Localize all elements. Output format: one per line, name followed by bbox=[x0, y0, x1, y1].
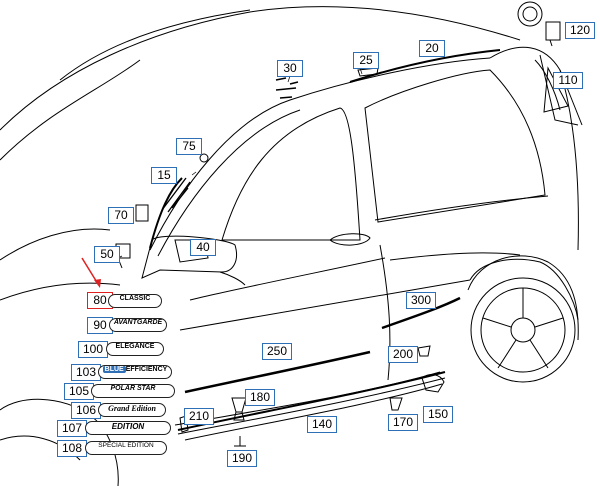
badge-classic: CLASSIC bbox=[108, 294, 162, 308]
callout-190[interactable]: 190 bbox=[227, 450, 257, 467]
badge-edition: EDITION bbox=[85, 421, 171, 435]
badge-grand-edition: Grand Edition bbox=[98, 403, 166, 417]
callout-105[interactable]: 105 bbox=[64, 383, 94, 400]
badge-special-edition: SPECIAL EDITION bbox=[85, 441, 167, 455]
callout-120[interactable]: 120 bbox=[565, 22, 595, 39]
badge-elegance: ELEGANCE bbox=[106, 342, 164, 356]
roof-outline bbox=[0, 6, 521, 131]
callout-106[interactable]: 106 bbox=[71, 402, 101, 419]
callout-300[interactable]: 300 bbox=[406, 292, 436, 309]
wheel-arch bbox=[467, 255, 579, 341]
rear-window bbox=[364, 69, 546, 223]
callout-210[interactable]: 210 bbox=[184, 408, 214, 425]
callout-200[interactable]: 200 bbox=[388, 346, 418, 363]
callout-103[interactable]: 103 bbox=[71, 364, 101, 381]
mirror-outline bbox=[141, 235, 237, 279]
part-drawings bbox=[115, 21, 569, 447]
callout-75[interactable]: 75 bbox=[176, 138, 202, 155]
highlight-arrow bbox=[81, 257, 101, 288]
door-window bbox=[221, 107, 361, 241]
badge-avantgarde: AVANTGARDE bbox=[109, 318, 167, 332]
car-body-outline bbox=[0, 1, 583, 486]
callout-250[interactable]: 250 bbox=[262, 343, 292, 360]
callout-150[interactable]: 150 bbox=[423, 406, 453, 423]
callout-20[interactable]: 20 bbox=[419, 40, 445, 57]
callout-170[interactable]: 170 bbox=[388, 414, 418, 431]
callout-140[interactable]: 140 bbox=[307, 416, 337, 433]
callout-110[interactable]: 110 bbox=[553, 72, 583, 89]
callout-100[interactable]: 100 bbox=[78, 341, 108, 358]
callout-30[interactable]: 30 bbox=[277, 60, 303, 77]
badge-efficiency-suffix: EFFICIENCY bbox=[125, 366, 168, 373]
callout-90[interactable]: 90 bbox=[87, 317, 113, 334]
callout-70[interactable]: 70 bbox=[108, 207, 134, 224]
rear-wheel bbox=[470, 277, 576, 383]
callout-107[interactable]: 107 bbox=[57, 420, 87, 437]
callout-50[interactable]: 50 bbox=[94, 246, 120, 263]
badge-blue-prefix: BLUE bbox=[102, 366, 126, 373]
callout-108[interactable]: 108 bbox=[57, 440, 87, 457]
callout-80[interactable]: 80 bbox=[87, 292, 113, 309]
callout-25[interactable]: 25 bbox=[353, 52, 379, 69]
callout-180[interactable]: 180 bbox=[245, 389, 275, 406]
badge-polar-star: POLAR STAR bbox=[91, 384, 175, 398]
callout-40[interactable]: 40 bbox=[190, 239, 216, 256]
callout-15[interactable]: 15 bbox=[151, 167, 177, 184]
door-handle bbox=[329, 233, 371, 246]
